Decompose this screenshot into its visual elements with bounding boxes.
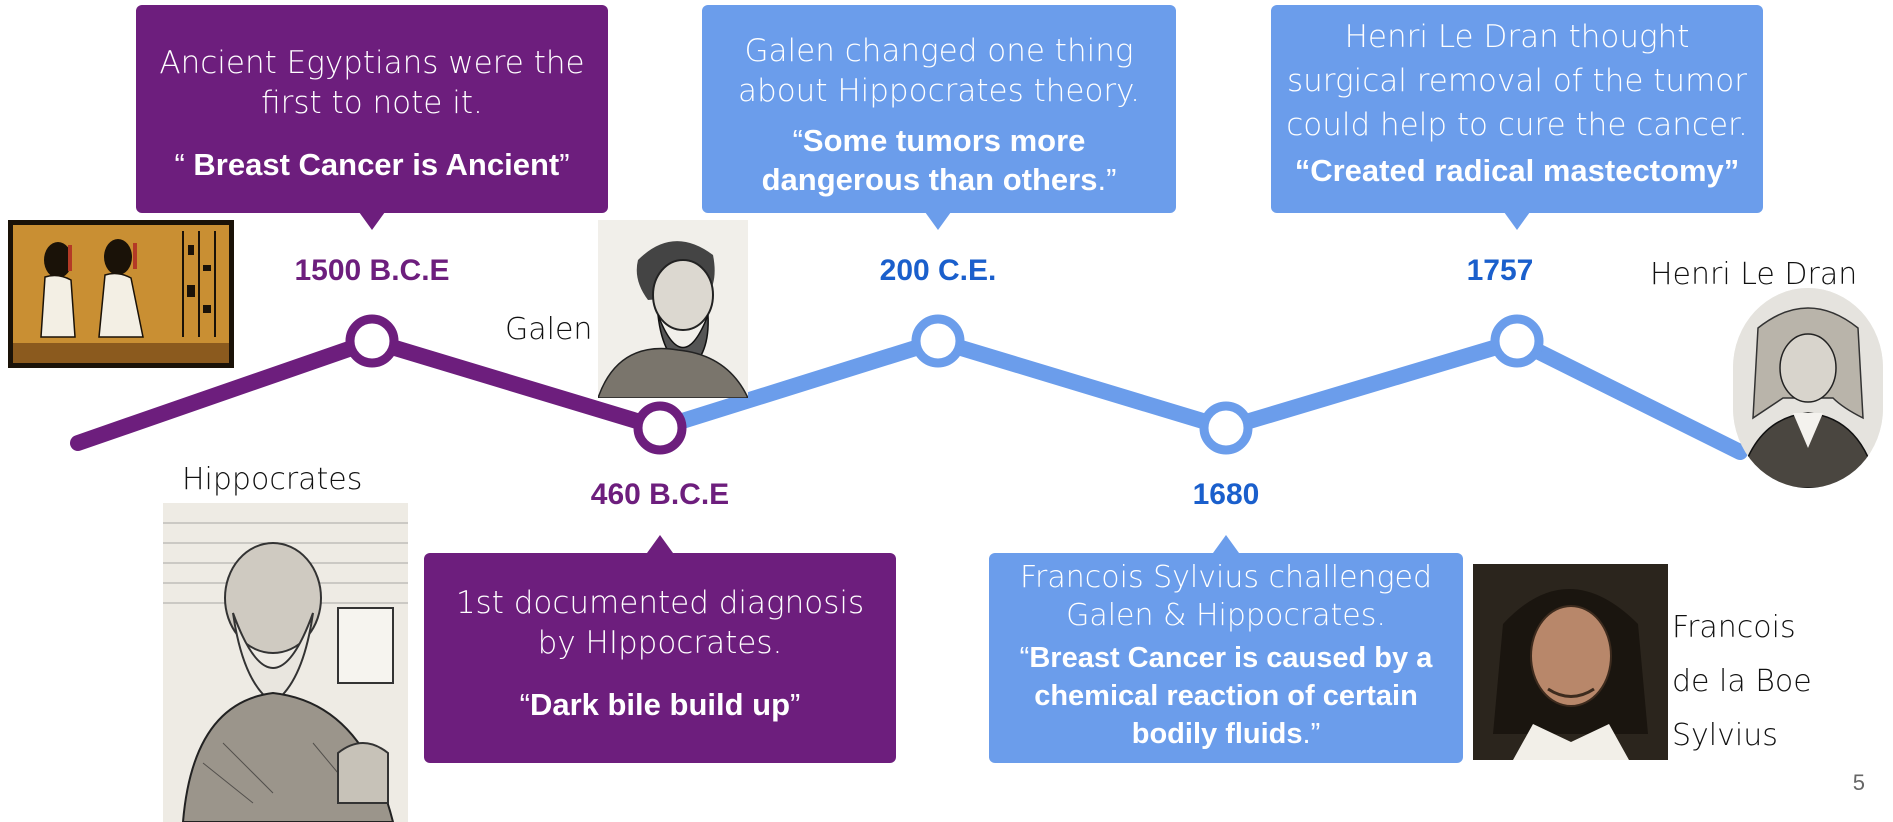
slide-number: 5 — [1853, 770, 1865, 796]
callout-pointer — [1213, 535, 1239, 553]
date-1500bce: 1500 B.C.E — [294, 254, 449, 288]
timeline-node-1680 — [1204, 406, 1248, 450]
date-1680: 1680 — [1193, 478, 1260, 512]
callout-pointer — [647, 535, 673, 553]
hippocrates-label: Hippocrates — [182, 462, 362, 497]
callout-quote: “Breast Cancer is caused by a chemical r… — [999, 639, 1453, 753]
callout-text: 1st documented diagnosis by HIppocrates. — [444, 583, 876, 663]
timeline-node-1757 — [1495, 319, 1539, 363]
date-1757: 1757 — [1467, 254, 1534, 288]
galen-label: Galen — [505, 312, 592, 347]
galen-portrait — [598, 220, 748, 398]
callout-1500bce: Ancient Egyptians were the first to note… — [136, 5, 608, 213]
timeline-segment-blue — [660, 341, 1740, 452]
date-200ce: 200 C.E. — [880, 254, 997, 288]
francois-label-line3: Sylvius — [1672, 718, 1778, 753]
callout-quote: “Created radical mastectomy” — [1285, 151, 1749, 190]
callout-200ce: Galen changed one thing about Hippocrate… — [702, 5, 1176, 213]
callout-1757: Henri Le Dran thought surgical removal o… — [1271, 5, 1763, 213]
timeline-node-1500bce — [350, 319, 394, 363]
egyptian-papyrus-image — [8, 220, 234, 368]
henri-le-dran-portrait — [1733, 288, 1883, 488]
date-460bce: 460 B.C.E — [591, 478, 729, 512]
callout-text: Francois Sylvius challenged Galen & Hipp… — [999, 559, 1453, 635]
francois-label-line1: Francois — [1672, 610, 1796, 645]
callout-460bce: 1st documented diagnosis by HIppocrates.… — [424, 553, 896, 763]
timeline-node-200ce — [916, 319, 960, 363]
timeline-node-460bce — [638, 406, 682, 450]
hippocrates-portrait — [163, 503, 408, 822]
callout-quote: “Some tumors more dangerous than others.… — [724, 121, 1154, 199]
henri-le-dran-label: Henri Le Dran — [1650, 257, 1857, 292]
callout-quote: “Dark bile build up” — [444, 685, 876, 724]
francois-sylvius-portrait — [1473, 564, 1668, 760]
callout-pointer — [359, 212, 385, 230]
callout-1680: Francois Sylvius challenged Galen & Hipp… — [989, 553, 1463, 763]
callout-text: Ancient Egyptians were the first to note… — [154, 43, 590, 123]
callout-quote: “ Breast Cancer is Ancient” — [154, 145, 590, 184]
callout-pointer — [1504, 212, 1530, 230]
francois-label-line2: de la Boe — [1672, 664, 1812, 699]
callout-text: Henri Le Dran thought surgical removal o… — [1285, 15, 1749, 147]
callout-text: Galen changed one thing about Hippocrate… — [724, 31, 1154, 111]
callout-pointer — [925, 212, 951, 230]
